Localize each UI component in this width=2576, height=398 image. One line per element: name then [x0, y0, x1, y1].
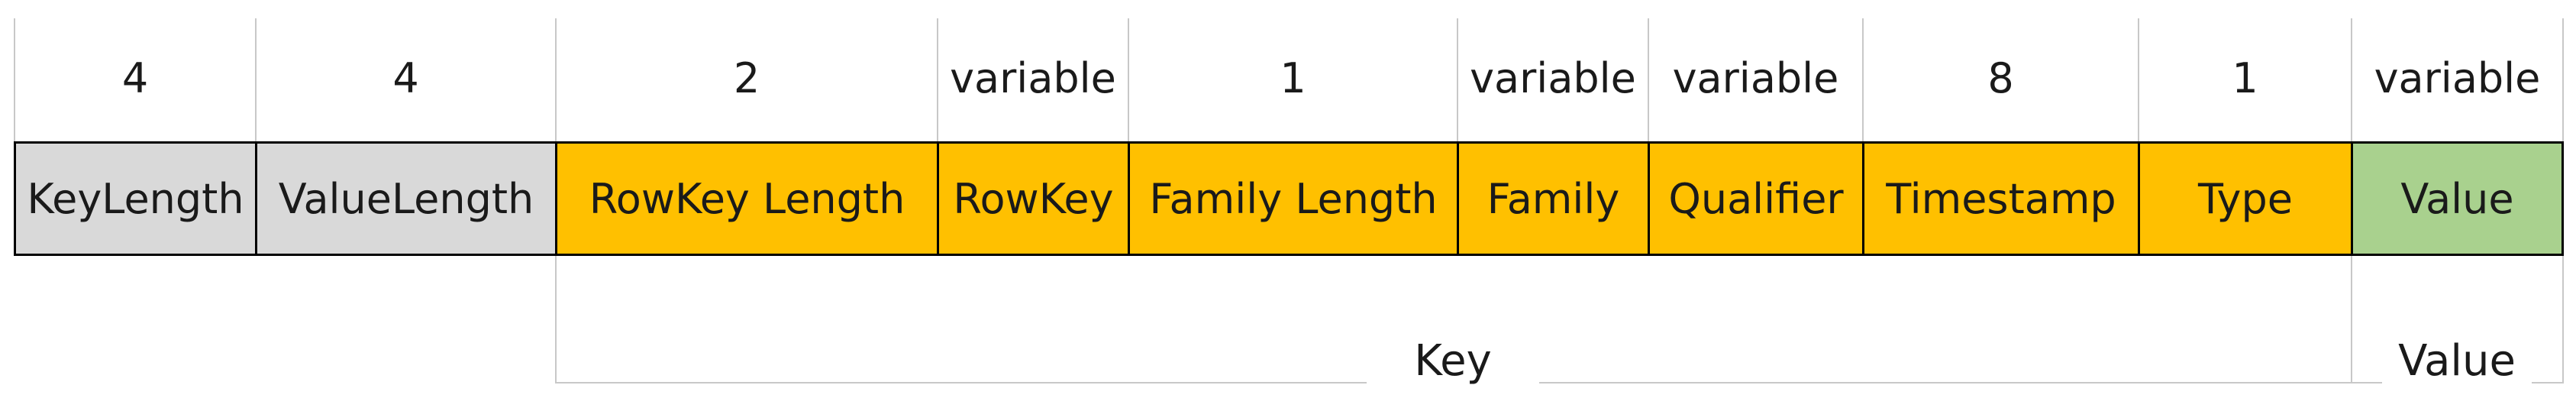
field-family: Family [1457, 141, 1650, 256]
key-group-label: Key [1367, 330, 1539, 391]
field-rowkey: RowKey [937, 141, 1130, 256]
size-label-value: variable [2374, 53, 2541, 102]
guide-line [1457, 18, 1458, 256]
size-label-type: 1 [2232, 53, 2258, 102]
field-family-length: Family Length [1128, 141, 1459, 256]
field-qualifier: Qualifier [1648, 141, 1864, 256]
size-label-rowkey: variable [950, 53, 1116, 102]
guide-line [1862, 18, 1864, 256]
value-group-label: Value [2382, 330, 2532, 391]
size-label-family-length: 1 [1280, 53, 1306, 102]
size-label-family: variable [1470, 53, 1636, 102]
field-keylength: KeyLength [14, 141, 257, 256]
size-label-valuelength: 4 [392, 53, 419, 102]
field-valuelength: ValueLength [255, 141, 557, 256]
field-value: Value [2351, 141, 2564, 256]
field-timestamp: Timestamp [1862, 141, 2140, 256]
size-label-rowkey-length: 2 [733, 53, 760, 102]
guide-line [14, 18, 15, 256]
size-label-qualifier: variable [1672, 53, 1839, 102]
guide-line [937, 18, 938, 256]
guide-line [2138, 18, 2139, 256]
guide-line [255, 18, 257, 256]
guide-line [1648, 18, 1649, 256]
field-rowkey-length: RowKey Length [555, 141, 939, 256]
size-label-keylength: 4 [121, 53, 149, 102]
field-type: Type [2138, 141, 2353, 256]
guide-line [1128, 18, 1129, 256]
size-label-timestamp: 8 [1987, 53, 2014, 102]
